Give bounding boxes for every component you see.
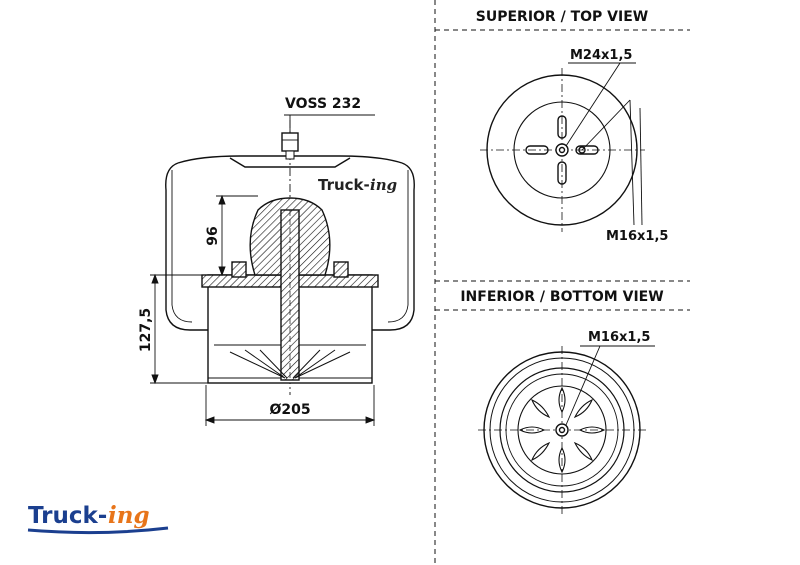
top-slot-e <box>575 145 599 155</box>
drawing-watermark: Truck- ing <box>318 176 397 194</box>
top-slot-w <box>525 145 549 155</box>
piston-ribs <box>229 349 351 379</box>
top-m24-label: M24x1,5 <box>570 48 632 63</box>
bottom-m16-label: M16x1,5 <box>588 330 650 345</box>
bellow-left-inner <box>171 170 193 323</box>
top-slot-s <box>557 161 567 185</box>
svg-text:ing: ing <box>370 176 397 194</box>
logo-suffix-text: ing <box>108 502 150 529</box>
logo-brand-text: Truck- <box>28 503 107 529</box>
bottom-star-ribs <box>518 386 606 474</box>
top-view-drawing <box>480 62 645 232</box>
dim-205-label: Ø205 <box>269 402 310 418</box>
voss-fitting <box>281 132 299 152</box>
top-plate-inner <box>229 157 351 168</box>
top-center-port <box>555 143 569 157</box>
top-view-title: SUPERIOR / TOP VIEW <box>476 9 648 25</box>
top-slot-n <box>557 115 567 139</box>
bottom-view-drawing <box>478 345 655 514</box>
logo-swoosh <box>27 526 169 535</box>
voss-label: VOSS 232 <box>285 96 361 112</box>
brand-logo: Truck- ing <box>27 502 169 535</box>
svg-text:Truck-: Truck- <box>318 176 370 194</box>
bellow-right <box>372 162 415 331</box>
bellow-right-inner <box>387 170 409 323</box>
bellow-left <box>165 162 208 331</box>
side-section-view <box>165 120 415 395</box>
dim-127-label: 127,5 <box>138 308 154 352</box>
bottom-view-title: INFERIOR / BOTTOM VIEW <box>460 289 663 305</box>
dimensions <box>150 114 376 426</box>
view-separators <box>434 0 690 565</box>
bottom-center-port <box>555 423 569 437</box>
dim-96-label: 96 <box>205 226 221 245</box>
top-m16-label: M16x1,5 <box>606 229 668 244</box>
